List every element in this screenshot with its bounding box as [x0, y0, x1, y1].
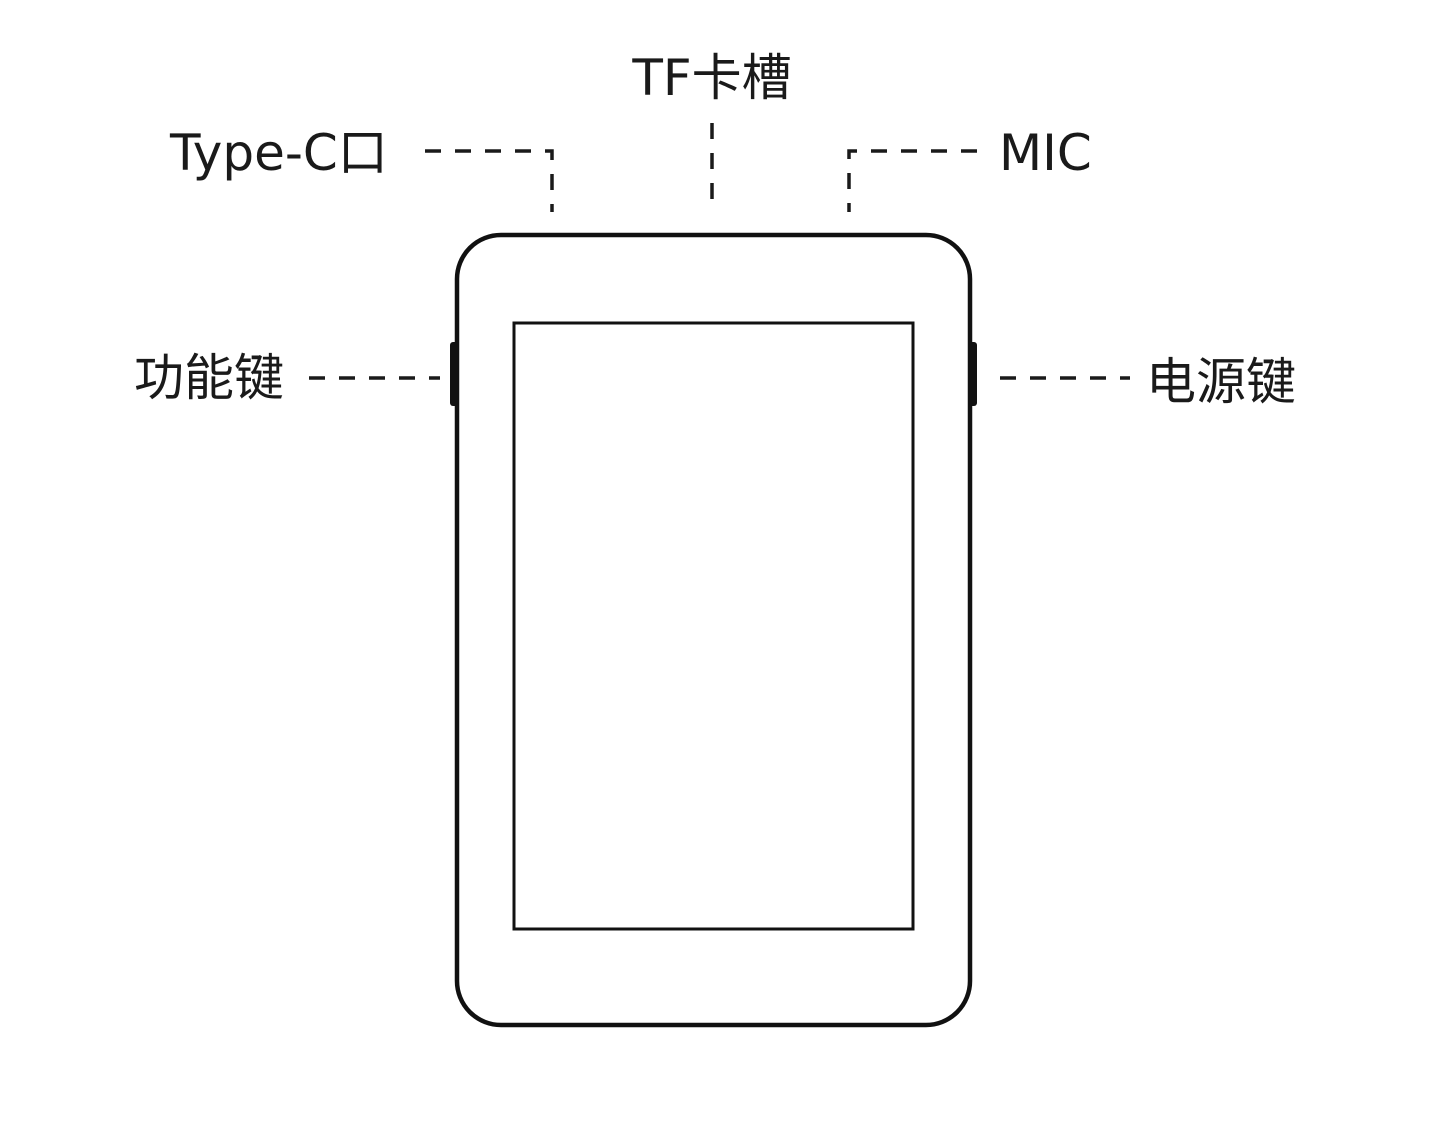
- mic-leader: [847, 149, 977, 212]
- function-key-label: 功能键: [134, 349, 284, 407]
- type-c-label: Type-C口: [169, 124, 388, 182]
- power-key-label: 电源键: [1146, 353, 1296, 411]
- device-screen: [512, 321, 915, 931]
- mic-label: MIC: [999, 124, 1092, 182]
- power-key-button: [969, 342, 977, 406]
- device-body: [454, 232, 973, 1028]
- tf-slot-label: TF卡槽: [631, 49, 791, 107]
- function-key-button: [450, 342, 458, 406]
- type-c-leader: [425, 149, 554, 212]
